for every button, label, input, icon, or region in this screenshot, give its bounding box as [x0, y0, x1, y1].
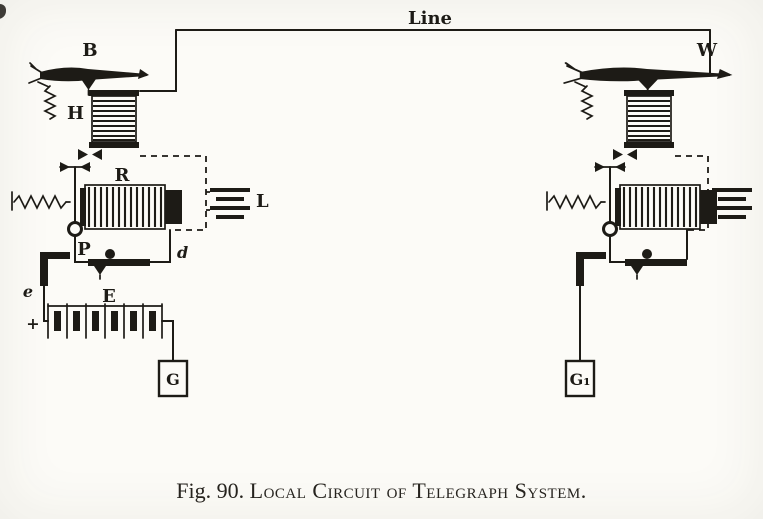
- left-local-key: [87, 248, 151, 280]
- right-galvanometer-box: [564, 359, 596, 398]
- left-sounder-coil-label: R: [115, 165, 131, 186]
- right-key-spring: [581, 85, 593, 120]
- left-sounder-coil: [78, 183, 184, 231]
- left-galvanometer-wire: [161, 320, 174, 362]
- left-battery: [47, 303, 163, 339]
- left-battery-label: E: [102, 286, 116, 307]
- right-terminal-bracket: [576, 252, 606, 286]
- left-condenser-label: L: [256, 191, 269, 212]
- left-relay-coil-label: H: [67, 103, 84, 124]
- left-relay-coil: [87, 88, 141, 150]
- left-terminal-bracket: [40, 252, 70, 286]
- right-local-key: [624, 248, 688, 280]
- left-condenser: [210, 188, 250, 219]
- left-relay-contacts: [78, 149, 102, 160]
- right-relay-contacts: [613, 149, 637, 160]
- left-wire-e: [43, 285, 49, 322]
- left-wire-d: [149, 229, 171, 263]
- left-local-key-label: P: [77, 239, 91, 260]
- line-label: Line: [408, 8, 452, 29]
- left-wire-e-label: e: [23, 282, 33, 301]
- left-key-spring: [44, 85, 56, 120]
- left-key-spring-link: [37, 81, 50, 88]
- right-key-label: W: [696, 40, 718, 61]
- line-wire: [139, 29, 711, 92]
- right-relay-coil: [622, 88, 676, 150]
- right-galvanometer-label: G₁: [570, 370, 591, 389]
- scan-artifact: [0, 4, 6, 19]
- left-condenser-stubs: [206, 191, 210, 211]
- right-key-spring-link: [574, 81, 587, 88]
- left-wire-d-label: d: [177, 243, 188, 262]
- left-armature-spring: [13, 195, 67, 209]
- right-pivot-wire: [609, 235, 626, 263]
- left-battery-polarity: +: [26, 314, 39, 333]
- left-condenser-wire: [140, 155, 207, 231]
- right-condenser: [712, 188, 752, 219]
- left-station: B H L R P e d: [11, 40, 269, 398]
- left-key-label: B: [82, 40, 97, 61]
- left-pivot-wire: [74, 235, 89, 263]
- figure-caption-prefix: Fig. 90.: [176, 478, 245, 503]
- right-armature-spring: [548, 195, 602, 209]
- right-station: W G₁: [546, 40, 752, 398]
- right-sounder-coil: [613, 183, 719, 231]
- figure-caption: Fig. 90. Local Circuit of Telegraph Syst…: [0, 478, 763, 504]
- figure-caption-title: Local Circuit of Telegraph System.: [249, 478, 587, 503]
- left-galvanometer-box: [157, 359, 189, 398]
- left-galvanometer-label: G: [166, 370, 180, 389]
